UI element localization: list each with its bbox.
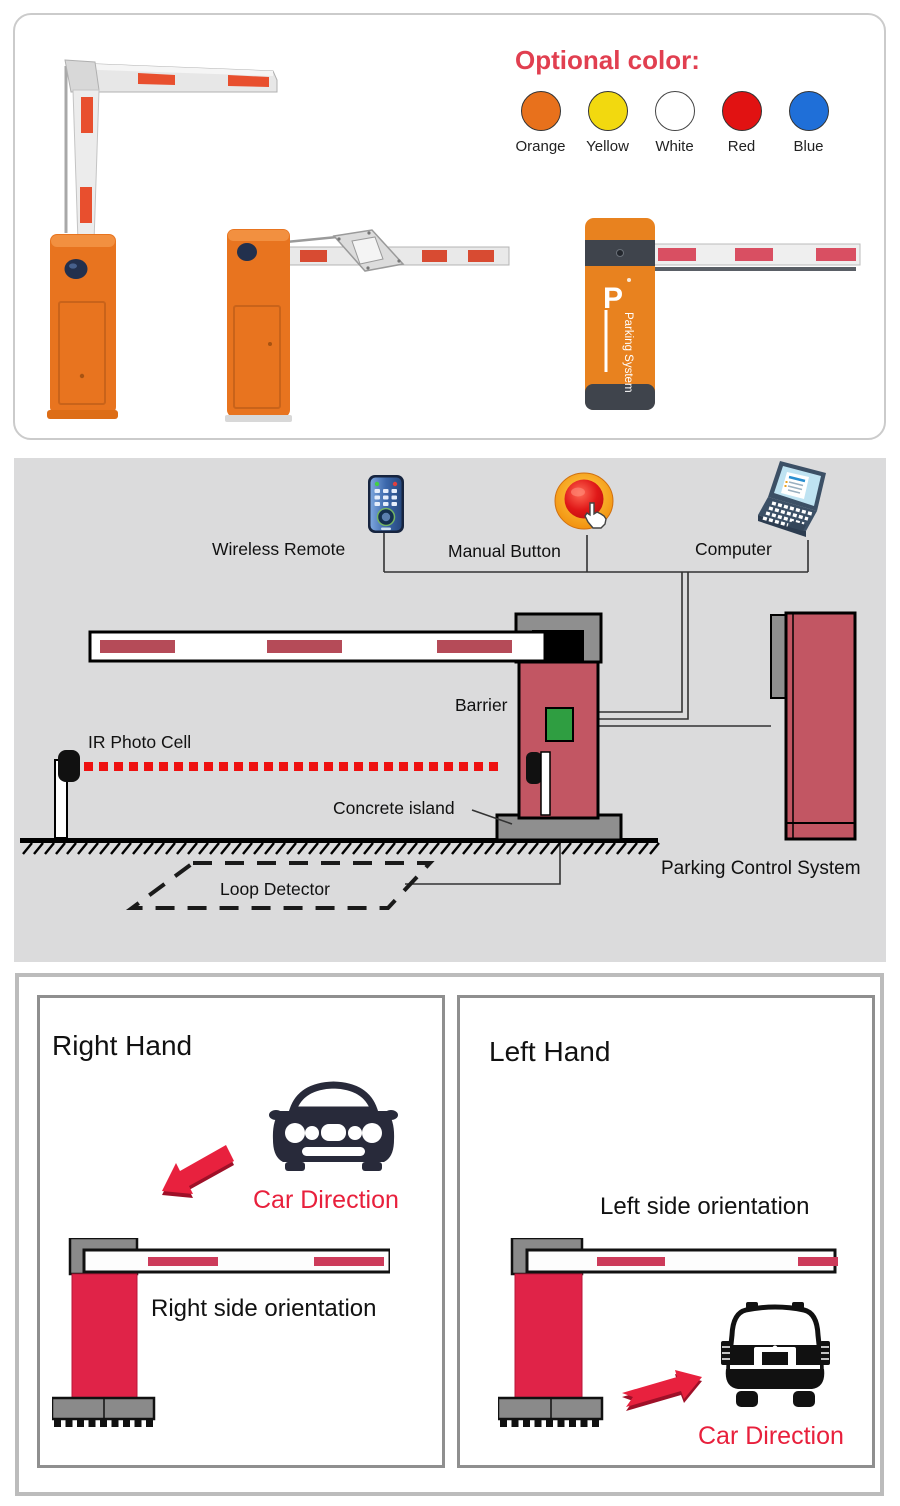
swatch-circle-red xyxy=(721,91,762,131)
barrier-product-straight-arm-image: P Parking System xyxy=(585,218,861,410)
car-rear-icon xyxy=(721,1302,830,1407)
color-swatch-red: Red xyxy=(715,91,768,155)
color-swatch-blue: Blue xyxy=(782,91,835,155)
right-hand-barrier-illustration xyxy=(52,1238,390,1427)
manual-button-icon xyxy=(554,472,614,530)
car-front-icon xyxy=(269,1081,398,1171)
arm-reflective-stripe xyxy=(735,248,773,261)
loop-detector-shape xyxy=(125,861,435,910)
car-direction-arrow xyxy=(162,1145,234,1198)
color-swatch-white: White xyxy=(648,91,701,155)
loop-detector-label: Loop Detector xyxy=(220,879,330,899)
swatch-circle-yellow xyxy=(587,91,628,131)
arm-reflective-stripe xyxy=(300,250,327,262)
brand-name-vertical: Parking System xyxy=(622,312,634,393)
barrier-cabinet xyxy=(50,234,116,414)
product-showcase-card: P Parking System Optional color: Orange … xyxy=(13,13,886,440)
arm-reflective-stripe xyxy=(816,248,856,261)
barrier-label: Barrier xyxy=(455,695,508,715)
left-hand-barrier-illustration xyxy=(498,1238,838,1427)
barrier-product-folded-arm-image xyxy=(47,59,278,419)
ir-photo-cell-label: IR Photo Cell xyxy=(88,732,192,752)
concrete-island-leader-line xyxy=(471,809,513,825)
ir-beam xyxy=(84,762,498,771)
swatch-label: White xyxy=(655,138,694,155)
cabinet-lens xyxy=(64,259,88,279)
arm-reflective-stripe xyxy=(422,250,447,262)
optional-color-title: Optional color: xyxy=(515,45,700,75)
swatch-label: Orange xyxy=(515,138,566,155)
car-direction-label: Car Direction xyxy=(698,1422,844,1450)
car-direction-label: Car Direction xyxy=(253,1186,399,1214)
computer-label: Computer xyxy=(695,539,772,559)
swatch-circle-orange xyxy=(520,91,561,131)
parking-control-system-shape xyxy=(770,611,857,841)
barrier-product-scissor-arm-image xyxy=(225,229,510,422)
hand-cursor-icon xyxy=(584,502,607,529)
right-hand-panel: Right Hand Car Direction xyxy=(37,995,445,1468)
parking-system-diagram: Wireless Remote Manual Button Computer B… xyxy=(14,458,886,962)
arm-reflective-stripe xyxy=(658,248,696,261)
ground-line xyxy=(20,838,660,855)
swatch-circle-white xyxy=(654,91,695,131)
swatch-circle-blue xyxy=(788,91,829,131)
wireless-remote-label: Wireless Remote xyxy=(212,539,346,559)
control-unit-green-box xyxy=(545,707,574,742)
right-side-orientation-label: Right side orientation xyxy=(151,1295,377,1322)
cabinet-photocell xyxy=(526,752,542,784)
barrier-cabinet xyxy=(227,229,290,417)
computer-icon xyxy=(758,461,826,537)
cabinet-lens xyxy=(237,243,257,261)
car-direction-arrow xyxy=(622,1370,702,1411)
orientation-card: Right Hand Car Direction xyxy=(15,973,884,1496)
manual-button-label: Manual Button xyxy=(448,541,561,561)
right-hand-title: Right Hand xyxy=(52,1030,193,1061)
parking-control-system-label: Parking Control System xyxy=(661,858,861,879)
arm-reflective-stripe xyxy=(138,73,175,85)
diagram-canvas xyxy=(20,461,857,910)
color-swatch-orange: Orange xyxy=(514,91,567,155)
wireless-remote-icon xyxy=(368,475,404,533)
swatch-label: Blue xyxy=(793,138,824,155)
left-side-orientation-label: Left side orientation xyxy=(600,1193,810,1220)
arm-reflective-stripe xyxy=(228,75,269,87)
arm-reflective-stripe xyxy=(468,250,494,262)
color-swatch-row: Orange Yellow White Red Blue xyxy=(514,91,835,155)
left-hand-title: Left Hand xyxy=(489,1036,611,1067)
color-swatch-yellow: Yellow xyxy=(581,91,634,155)
concrete-island-label: Concrete island xyxy=(333,798,455,818)
swatch-label: Red xyxy=(727,138,756,155)
photocell-head xyxy=(58,750,80,782)
brand-logo-p: P xyxy=(603,282,623,315)
left-hand-panel: Left Hand Left side orientation xyxy=(457,995,875,1468)
swatch-label: Yellow xyxy=(586,138,629,155)
